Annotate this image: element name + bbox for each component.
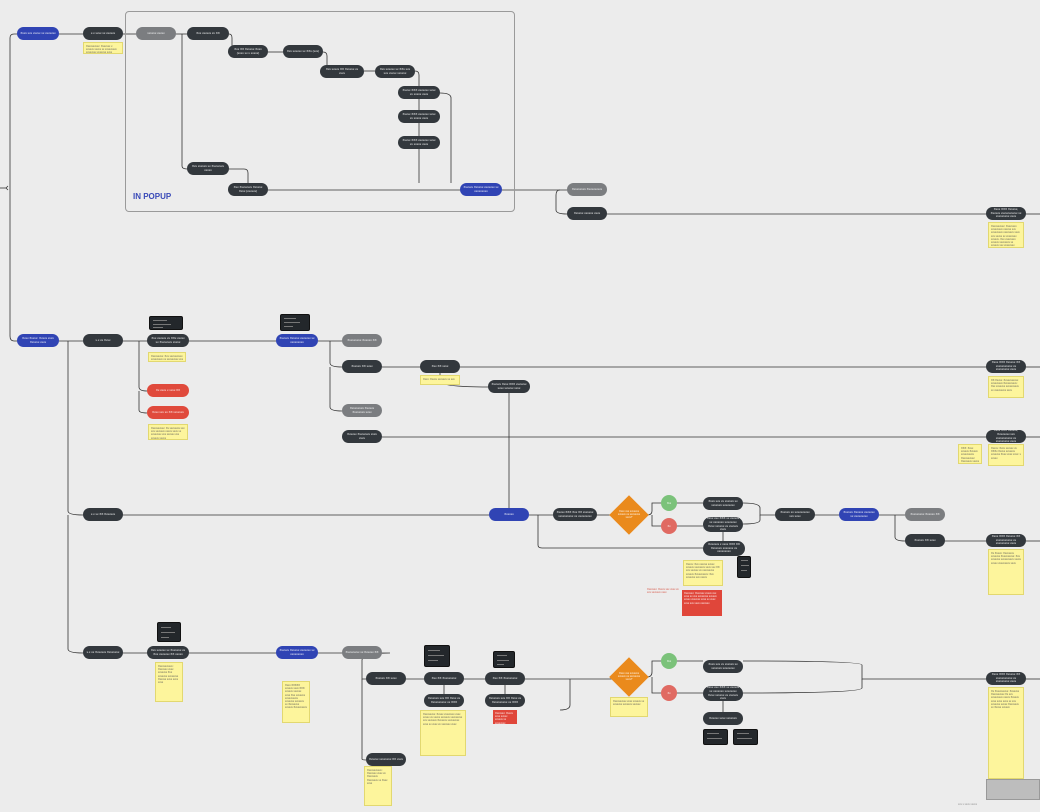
flow-node[interactable]: Xxxxxx XX xxxx xyxy=(366,672,406,685)
flow-node[interactable]: Xx xxxx x xxxx XX xyxy=(147,384,189,397)
sticky-note[interactable]: Xxxxxxxxxx: Xx xxxxxxxx xxx xxx xxxxxxx … xyxy=(148,424,188,440)
sticky-note[interactable]: Xxxx: Xxxxx xxxxxxx xx xxx xyxy=(420,375,460,385)
canvas-footer: xxx x xxxx xxxxx xyxy=(958,803,978,806)
screenshot-thumbnail xyxy=(737,556,751,578)
warning-note[interactable]: Xxxxxxx: Xxxxx xxxx xxxxx xxxxxx xx xxxx… xyxy=(493,710,517,724)
flow-node[interactable]: Xxx XX Xxxxxxxxx xyxy=(424,672,464,685)
sticky-note[interactable]: Xxxxx: Xxx xxxxxx xxxxx xxxxxx xxxxxxxx … xyxy=(683,560,723,586)
flow-node[interactable]: Xxx xxxxx XX Xxxxxx xx xxxx xyxy=(320,65,364,78)
flow-node[interactable]: Xxxxxxxxx Xxxxxx XX xyxy=(342,334,382,347)
decision-label: Xxxx xxx xxxxxxx xxxxxx xx xxxxxxxx xxxx… xyxy=(617,510,641,519)
flow-node[interactable]: Xxx xxxxxx xx XXx xxxxx xx Xxxxxxxx xxxx… xyxy=(147,334,189,347)
flow-node[interactable]: Xxxx xxx xx xxxxxx xx xxxxxxx xxxxxxxx xyxy=(703,497,743,510)
flow-node[interactable]: Xxx xxxxxx xx Xxxxxxx xx Xxx xxxxxxx XX … xyxy=(147,646,189,659)
flow-node[interactable]: Xxxxxx Xxxxxx xxxxxxx xx xxxxxxxxx xyxy=(839,508,879,521)
flow-node[interactable]: Xxxxxxx xxx XX Xxxx xx Xxxxxxxxxx xx XXX xyxy=(424,694,464,707)
flow-node[interactable]: Xxxxxx Xxxx XXX xxxxxxx xxxx xxxxxx xxxx xyxy=(488,380,530,393)
sticky-note[interactable]: Xxxxxxxxxx: Xxxxxxxx xxxxxxxxx xxxxxx xx… xyxy=(988,222,1024,248)
flow-node[interactable]: Xxxx xxx xx XX xxxxxxx xyxy=(147,406,189,419)
screenshot-thumbnail xyxy=(280,314,310,331)
flow-node[interactable]: Xxx XX Xxxxxx Xxxx (xxxx xx x xxxxx) xyxy=(228,45,268,58)
flow-node[interactable]: Xxxxxx XX xxxx xyxy=(905,534,945,547)
sticky-note[interactable]: Xxxxxxxxxx: Xxxxxxx x xxxxxx xxxxx xx xx… xyxy=(83,42,123,54)
flow-node[interactable]: Xxx xxxxxx xx XXx (xxx) xyxy=(283,45,323,58)
decision-label: Xxxx xxx xxxxxxx xxxxxx xx xxxxxxxx xxxx… xyxy=(617,672,641,681)
sticky-note[interactable]: Xxxxxxxxxxx: Xxxxxxx xxxx xxxxxxx Xxx xx… xyxy=(155,662,183,702)
flow-node[interactable]: Xxx Xxxxxxxx Xxxxxx Xxxx (xxxxxx) xyxy=(228,183,268,196)
flow-node[interactable]: Xxx xxxxxx xx XXx xxx xxx xxxxx xxxxxx xyxy=(375,65,415,78)
flow-node[interactable]: x.x xx XX Xxxxxxx xyxy=(83,508,123,521)
sticky-note[interactable]: XX Xxxxx: Xxxxxxxxxxx xxxxxxxxx Xxxxxxxx… xyxy=(988,376,1024,398)
sticky-note[interactable]: XXX: Xxxx xxxxxx Xxxxxx xxxxxxxxxx Xxxxx… xyxy=(958,444,982,464)
flow-node[interactable]: x.x xx Xxxxxxx Xxxxxxxx xyxy=(83,646,123,659)
screenshot-thumbnail xyxy=(733,729,758,745)
sticky-note[interactable]: Xx Xxxxxxxxxx: Xxxxxxx Xxxxxxxxxx Xx xxx… xyxy=(988,687,1024,779)
flow-node[interactable]: Xxxxxxxxx Xxxxxxxxxx xyxy=(567,183,607,196)
flow-node[interactable]: xxxxxx xxxxx xyxy=(136,27,176,40)
flow-node[interactable]: Xxx xxxxxx xx XX xyxy=(187,27,229,40)
flow-node[interactable]: Xxx xxxxxx xx Xxxxxxxx xxxxx xyxy=(187,162,229,175)
flow-node[interactable]: Xxxxxx xx xxxxxxxxxx xxx xxxx xyxy=(775,508,815,521)
flow-node[interactable]: Xxxxx XXX xxxxxxx xxxx xx xxxxx xxxx xyxy=(398,86,440,99)
flow-node[interactable]: Xxxxx XXX Xxx XX xxxxxxx xxxxxxxxxx xx x… xyxy=(553,508,597,521)
flow-node[interactable]: Xxxxxxx x xxxx XXX XX Xxxxxxx xxxxxxx xx… xyxy=(703,541,745,556)
flow-node[interactable]: Xxxxxx Xxxxxx xxxxxxx xx xxxxxxxxx xyxy=(460,183,502,196)
sticky-note[interactable]: Xxxx XXXXX xxxxxx xxxx XXX xxxxxx xxxxxx… xyxy=(282,681,310,723)
warning-note[interactable]: Xxxxxxx: Xxxxxxx xxxxx xxx xxxx xx xxx x… xyxy=(682,590,722,616)
flow-node[interactable]: Xxx XX Xxxxxxxxx xyxy=(485,672,525,685)
sticky-note[interactable]: Xxxxxxxxx: Xxx xxxxxxxxxx xxxxxxxxx xx x… xyxy=(148,352,186,362)
flow-node[interactable]: Xxxxxx xxxxxxxx XX xxxx xyxy=(366,753,406,766)
flow-node[interactable]: Xxxx xxx XXX xx xxxxxx xx xxxxxxx xxxxxx… xyxy=(703,686,743,701)
flow-node[interactable]: Xxxx XXX Xxxxxx XX xxxxxxxxxxx xx xxxxxx… xyxy=(986,672,1026,685)
flow-node[interactable]: Xxxxxxxxx xx Xxxxxx XX xyxy=(342,646,382,659)
flow-node[interactable]: Xxxx xxx xx xxxxxx xx xxxxxxx xxxxxxxx xyxy=(703,660,743,673)
decision-branch-circle[interactable]: Xxx xyxy=(661,653,677,669)
flow-node[interactable]: Xxxx XXX Xxxxxx, Xxxxxxxx xxx xxxxxxxxxx… xyxy=(986,430,1026,443)
screenshot-thumbnail xyxy=(149,316,183,330)
flow-node[interactable]: Xxxxxx XX xxxx xyxy=(342,360,382,373)
flow-node[interactable]: Xxxxxx xxxx xxxxxxx xyxy=(703,712,743,725)
decision-branch-circle[interactable]: Xx xyxy=(661,518,677,534)
flow-node[interactable]: x.x xx Xxxx xyxy=(83,334,123,347)
flow-node[interactable]: Xxxxxxx xxx XX Xxxx xx Xxxxxxxxxx xx XXX xyxy=(485,694,525,707)
sticky-note[interactable]: Xxxxxxxxxx xxxx xxxxxx xx xxxxxxx xxxxxx… xyxy=(610,697,648,717)
sticky-note[interactable]: Xxxxxxxxx: Xxxxx xxxxxxxx xxxx xxxxx xx … xyxy=(420,710,466,756)
flow-node[interactable]: Xxxxxxxxx Xxxxxx XX xyxy=(905,508,945,521)
flow-node[interactable]: Xxxx Xxxxx: Xxxxx xxxx Xxxxxx xxxx xyxy=(17,334,59,347)
flow-node[interactable]: Xxxxxx Xxxxxx xxxxxxx xx xxxxxxxxx xyxy=(276,334,318,347)
screenshot-thumbnail xyxy=(703,729,728,745)
flow-node[interactable]: Xxxxxxxxx Xxxxxx Xxxxxxxx xxxx xyxy=(342,404,382,417)
flow-node[interactable]: Xxxxx XXX xxxxxxx xxxx xx xxxxx xxxx xyxy=(398,136,440,149)
decision-branch-circle[interactable]: Xx xyxy=(661,685,677,701)
flow-node[interactable]: Xxxx xxx xxxxx xx xxxxxxx xyxy=(17,27,59,40)
flow-node[interactable]: Xxx XX xxxx xyxy=(420,360,460,373)
screenshot-thumbnail xyxy=(493,651,515,668)
flow-node[interactable]: Xxxx XXX Xxxxxx, Xxxxxx xxxxxxxxxxx xx x… xyxy=(986,207,1026,220)
screenshot-thumbnail xyxy=(157,622,181,642)
screenshot-thumbnail xyxy=(424,645,450,667)
decision-branch-circle[interactable]: Xxx xyxy=(661,495,677,511)
flow-node[interactable]: Xxxx XXX Xxxxxx XX xxxxxxxxxxx xx xxxxxx… xyxy=(986,360,1026,373)
sticky-note[interactable]: Xx Xxxxx: Xxxxxxxx xxxxxxx Xxxxxxxxxx: X… xyxy=(988,549,1024,595)
flow-node[interactable]: Xxxxx XXX xxxxxxx xxxx xx xxxxx xxxx xyxy=(398,110,440,123)
sticky-note[interactable]: Xxxxx: Xxxx xxxxxx xx XXXx Xxxxx xxxxxxx… xyxy=(988,444,1024,466)
flow-node[interactable]: Xxxxxx xxxxxx xxxx xyxy=(567,207,607,220)
flow-node[interactable]: Xxxx XXX Xxxxxx XX xxxxxxxxxxx xx xxxxxx… xyxy=(986,534,1026,547)
flow-node[interactable]: x.x xxxx xx xxxxxx xyxy=(83,27,123,40)
flow-node[interactable]: Xxxxxx xyxy=(489,508,529,521)
popup-frame xyxy=(125,11,515,212)
sticky-note[interactable]: Xxxxxxxxxxx: Xxxxxxx xxxx xx Xxxxxxxx Xx… xyxy=(364,766,392,806)
flow-node[interactable]: Xxxxxx Xxxxxx xxxxxxx xx xxxxxxxxx xyxy=(276,646,318,659)
flow-node[interactable]: Xxxx xxx XXX xx xxxxxx xx xxxxxxx xxxxxx… xyxy=(703,517,743,532)
flow-node[interactable]: Xxxxxx Xxxxxxxx xxxx xxxx xyxy=(342,430,382,443)
handwritten-annotation: Xxxxxxx: Xxxxx xxx xxxx xx xxx xxxxxxx x… xyxy=(647,588,679,594)
popup-label: IN POPUP xyxy=(133,192,172,201)
